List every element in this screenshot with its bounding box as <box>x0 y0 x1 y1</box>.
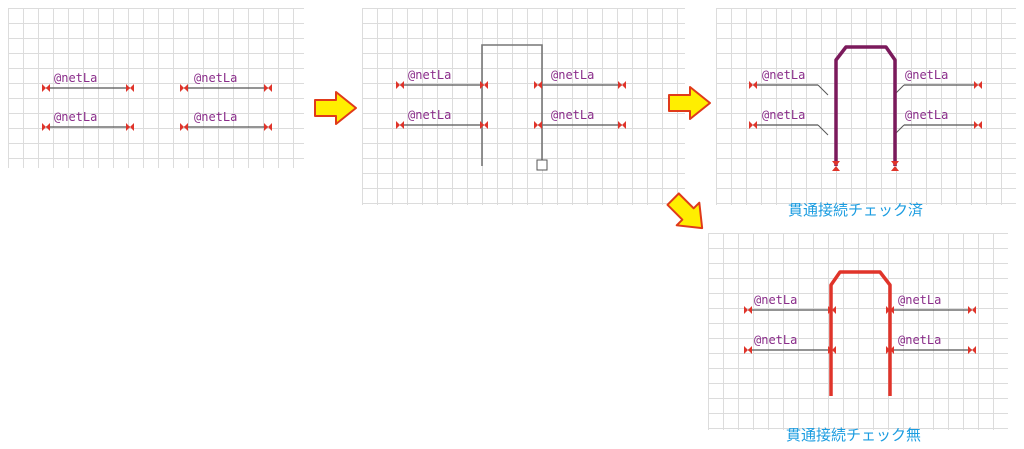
panel-wiring-drawing: @netLa @netLa @netLa @netLa <box>396 44 626 171</box>
net-label-text: @netLa <box>898 293 941 307</box>
net-label-text: @netLa <box>408 108 451 122</box>
panel-unchecked-drawing: @netLa @netLa @netLa @netLa <box>744 270 976 396</box>
panel-unchecked: @netLa @netLa @netLa @netLa <box>708 233 1008 430</box>
net-label-text: @netLa <box>754 293 797 307</box>
pin-markers <box>396 81 626 129</box>
net-label-text: @netLa <box>762 108 805 122</box>
bus-unchecked <box>829 270 892 396</box>
net-label-text: @netLa <box>551 68 594 82</box>
net-label-text: @netLa <box>898 333 941 347</box>
panel-wiring: @netLa @netLa @netLa @netLa <box>362 8 685 205</box>
net-label-text: @netLa <box>194 110 237 124</box>
net-label-text: @netLa <box>905 68 948 82</box>
net-label-text: @netLa <box>408 68 451 82</box>
net-wire-group <box>748 309 972 351</box>
net-label-text: @netLa <box>762 68 805 82</box>
net-label-text: @netLa <box>54 71 97 85</box>
connecting-wire <box>481 44 543 166</box>
block-right-arrow-icon <box>668 86 711 120</box>
caption-unchecked: 貫通接続チェック無 <box>786 426 922 444</box>
net-wire-group <box>46 87 268 128</box>
net-label-text: @netLa <box>551 108 594 122</box>
net-wire-group <box>400 84 622 126</box>
panel-checked: @netLa @netLa @netLa @netLa <box>716 8 1016 205</box>
block-down-right-arrow-icon <box>666 192 704 230</box>
block-right-arrow-icon <box>314 91 357 125</box>
panel-initial: @netLa @netLa @netLa @netLa <box>8 8 304 168</box>
bus-checked <box>834 45 897 166</box>
pin-markers <box>42 84 272 131</box>
net-label-text: @netLa <box>194 71 237 85</box>
panel-initial-drawing: @netLa @netLa @netLa @netLa <box>42 71 272 131</box>
net-label-text: @netLa <box>54 110 97 124</box>
pin-markers <box>744 306 976 354</box>
net-wire-group <box>753 84 978 136</box>
caption-checked: 貫通接続チェック済 <box>788 201 924 219</box>
net-label-text: @netLa <box>754 333 797 347</box>
net-label-text: @netLa <box>905 108 948 122</box>
square-endpoint-icon <box>536 159 548 171</box>
pin-markers <box>749 81 982 171</box>
panel-checked-drawing: @netLa @netLa @netLa @netLa <box>749 45 982 171</box>
